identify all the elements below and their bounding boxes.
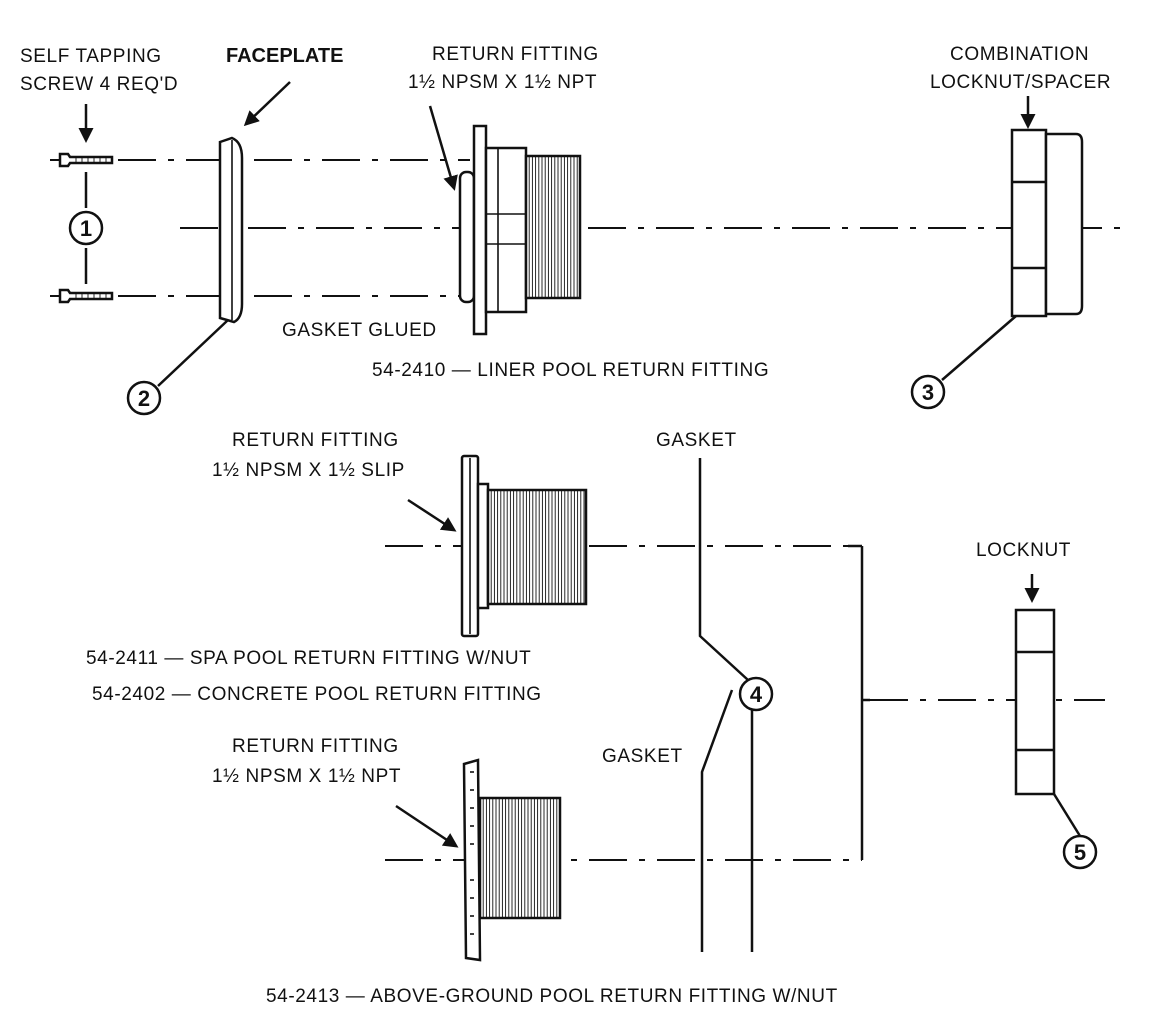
callout-2: 2 [126,380,162,416]
label-return-fitting-bot-size: 1½ NPSM X 1½ NPT [212,766,401,787]
caption-54-2402: 54-2402 — CONCRETE POOL RETURN FITTING [92,684,542,705]
caption-54-2413: 54-2413 — ABOVE-GROUND POOL RETURN FITTI… [266,986,838,1007]
label-gasket-bottom: GASKET [602,746,683,767]
svg-text:3: 3 [922,380,934,405]
self-tapping-screw-bottom [58,288,114,304]
faceplate [218,136,244,324]
label-locknut-spacer: LOCKNUT/SPACER [930,72,1111,93]
self-tapping-screw-top [58,152,114,168]
label-screw-req: SCREW 4 REQ'D [20,74,178,95]
svg-text:4: 4 [750,682,763,707]
centerlines-top [50,159,1130,297]
label-return-fitting-bot: RETURN FITTING [232,736,399,757]
label-self-tapping: SELF TAPPING [20,46,162,67]
label-gasket-top: GASKET [656,430,737,451]
spa-return-fitting [460,454,588,638]
callout-3: 3 [910,374,946,410]
caption-54-2410: 54-2410 — LINER POOL RETURN FITTING [372,360,769,381]
caption-54-2411: 54-2411 — SPA POOL RETURN FITTING W/NUT [86,648,531,669]
label-combination: COMBINATION [950,44,1089,65]
combination-locknut-spacer [1010,128,1084,318]
label-locknut: LOCKNUT [976,540,1071,561]
above-ground-return-fitting [462,758,562,962]
svg-text:5: 5 [1074,840,1086,865]
label-return-fitting-top-size: 1½ NPSM X 1½ NPT [408,72,597,93]
svg-text:2: 2 [138,386,150,411]
locknut [1014,608,1056,796]
label-return-fitting-mid-size: 1½ NPSM X 1½ SLIP [212,460,405,481]
label-return-fitting-mid: RETURN FITTING [232,430,399,451]
callout-5: 5 [1062,834,1098,870]
callout-1: 1 [68,210,104,246]
label-gasket-glued: GASKET GLUED [282,320,437,341]
label-return-fitting-top: RETURN FITTING [432,44,599,65]
gasket-outline [698,458,754,952]
liner-return-fitting [458,124,582,336]
callout-4: 4 [738,676,774,712]
label-faceplate: FACEPLATE [226,45,343,67]
svg-text:1: 1 [80,216,92,241]
